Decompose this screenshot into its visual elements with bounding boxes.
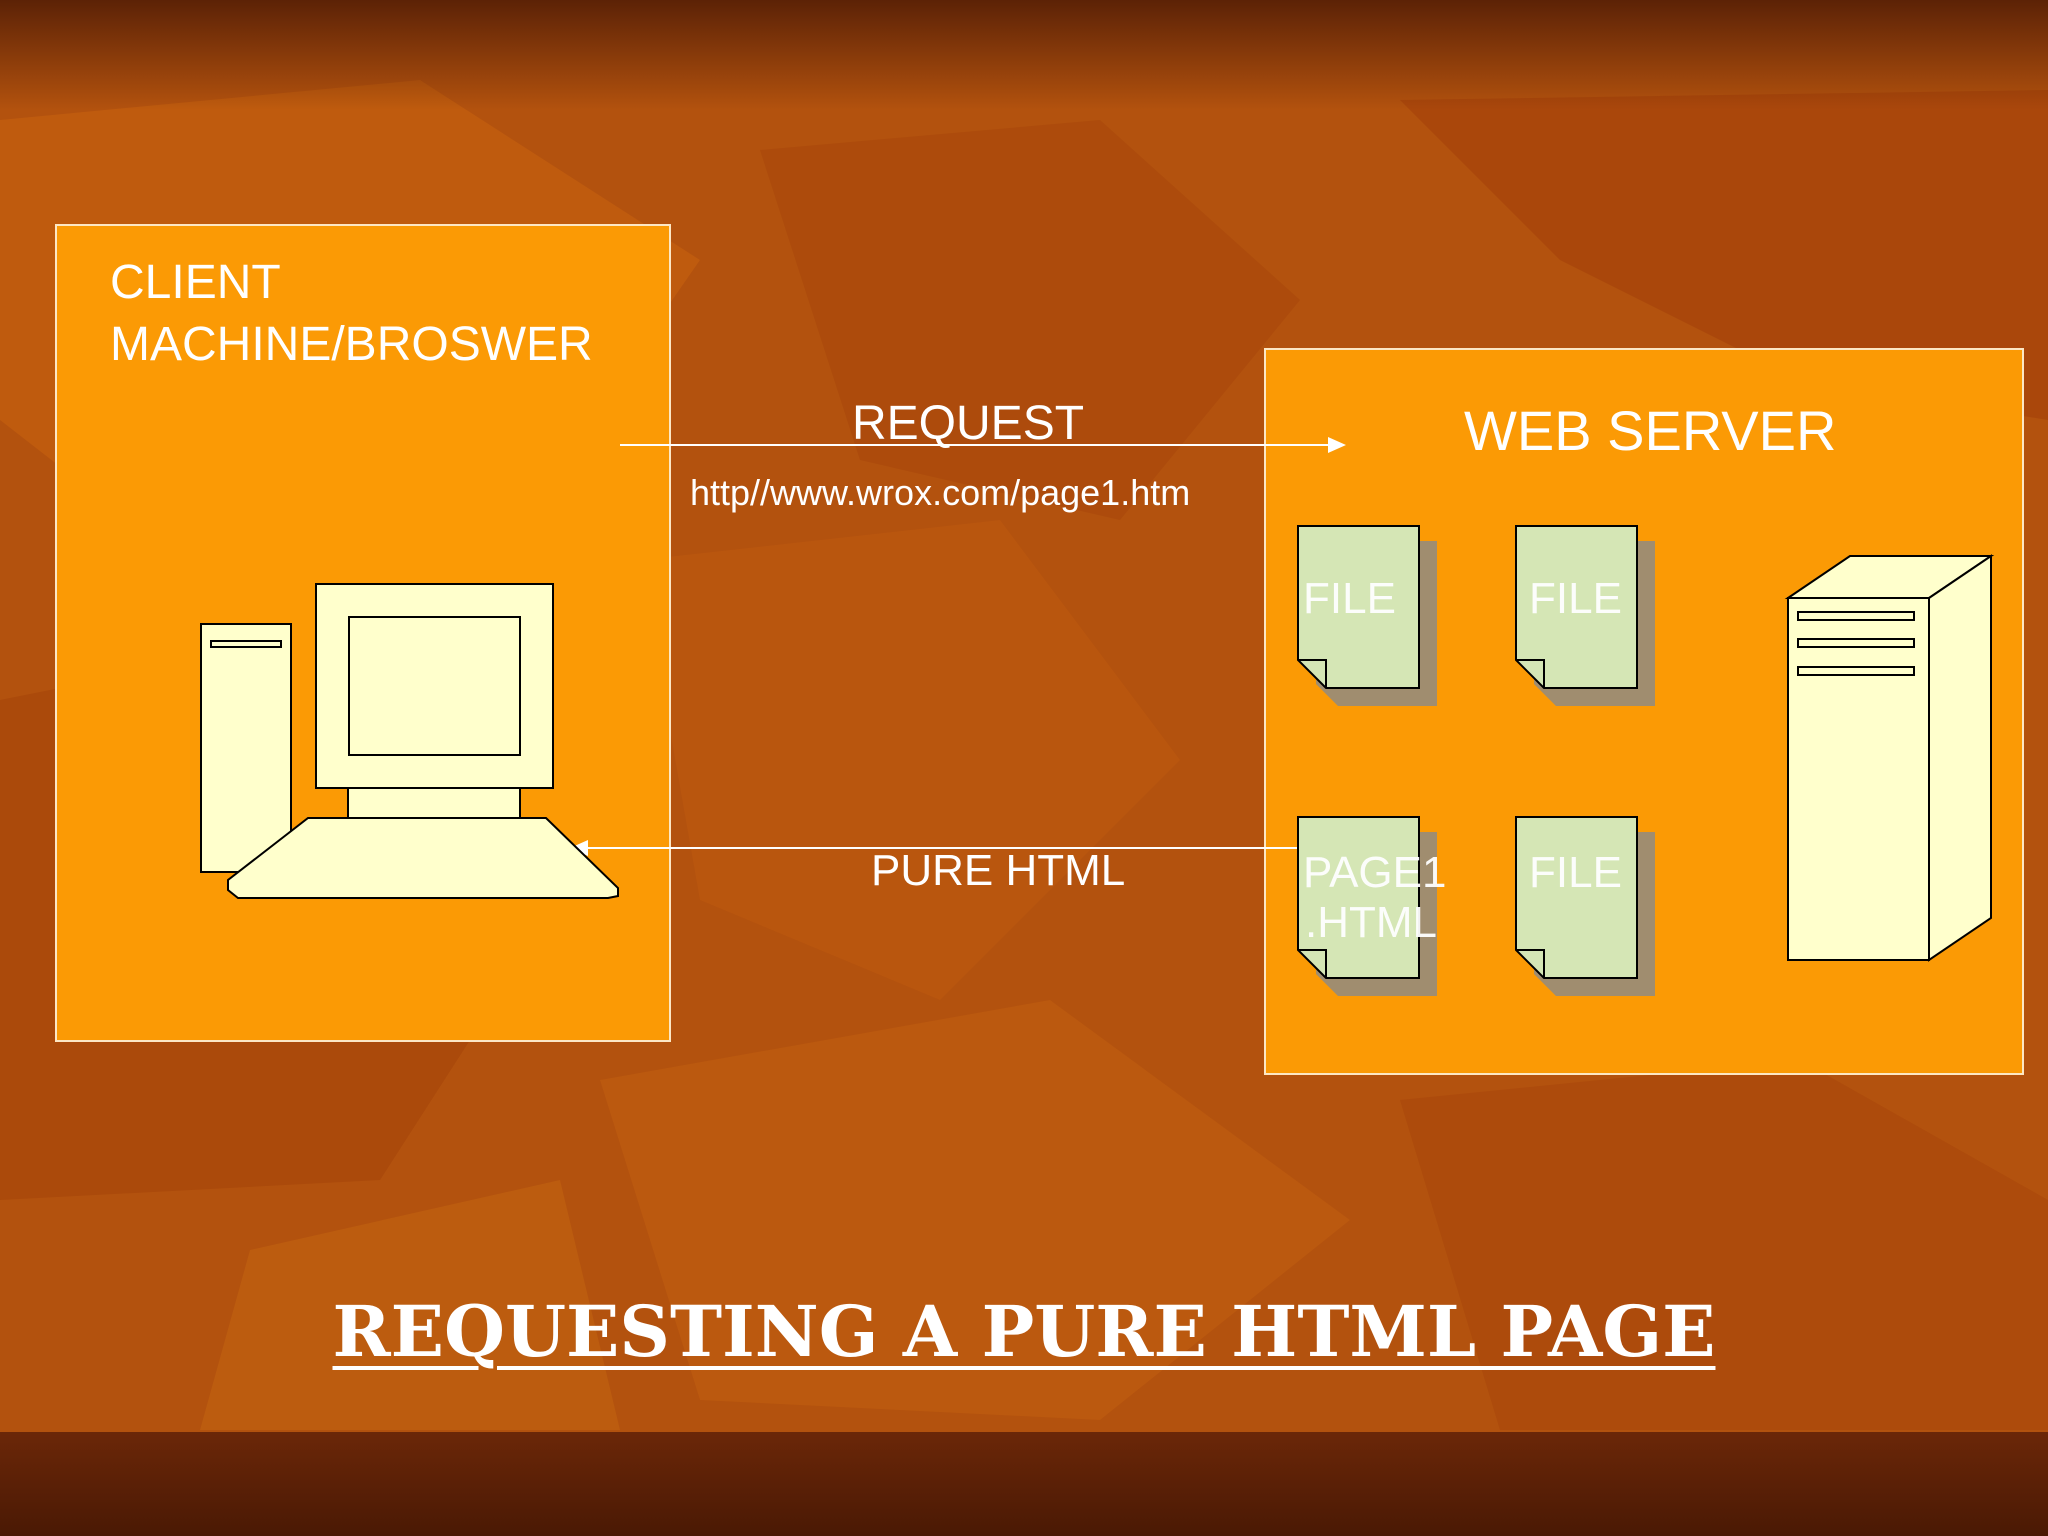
file-icon-2 [1515,525,1655,706]
slide-title: REQUESTING A PURE HTML PAGE [332,1290,1716,1373]
file-4-label: FILE [1529,848,1622,897]
desktop-computer-icon [200,583,619,899]
file-2-label: FILE [1529,574,1622,623]
server-tower-icon [1784,554,1995,962]
client-title-line2: MACHINE/BROSWER [110,318,593,371]
file-3-label: PAGE1 .HTML [1303,848,1447,948]
server-title: WEB SERVER [1464,399,1837,462]
file-3-label-line1: PAGE1 [1303,848,1447,897]
request-arrow [620,437,1346,453]
file-icon-3 [1297,816,1437,996]
file-icon-1 [1297,525,1437,706]
response-arrow [570,840,1300,856]
request-label: REQUEST [852,397,1085,450]
client-title: CLIENT MACHINE/BROSWER [110,252,593,376]
file-1-label: FILE [1303,574,1396,623]
client-title-line1: CLIENT [110,256,281,309]
bottom-band [0,1432,2048,1536]
file-3-label-line2: .HTML [1305,898,1437,947]
request-url: http//www.wrox.com/page1.htm [690,472,1191,513]
file-icon-4 [1515,816,1655,996]
response-label: PURE HTML [871,846,1126,895]
top-shade [0,0,2048,110]
